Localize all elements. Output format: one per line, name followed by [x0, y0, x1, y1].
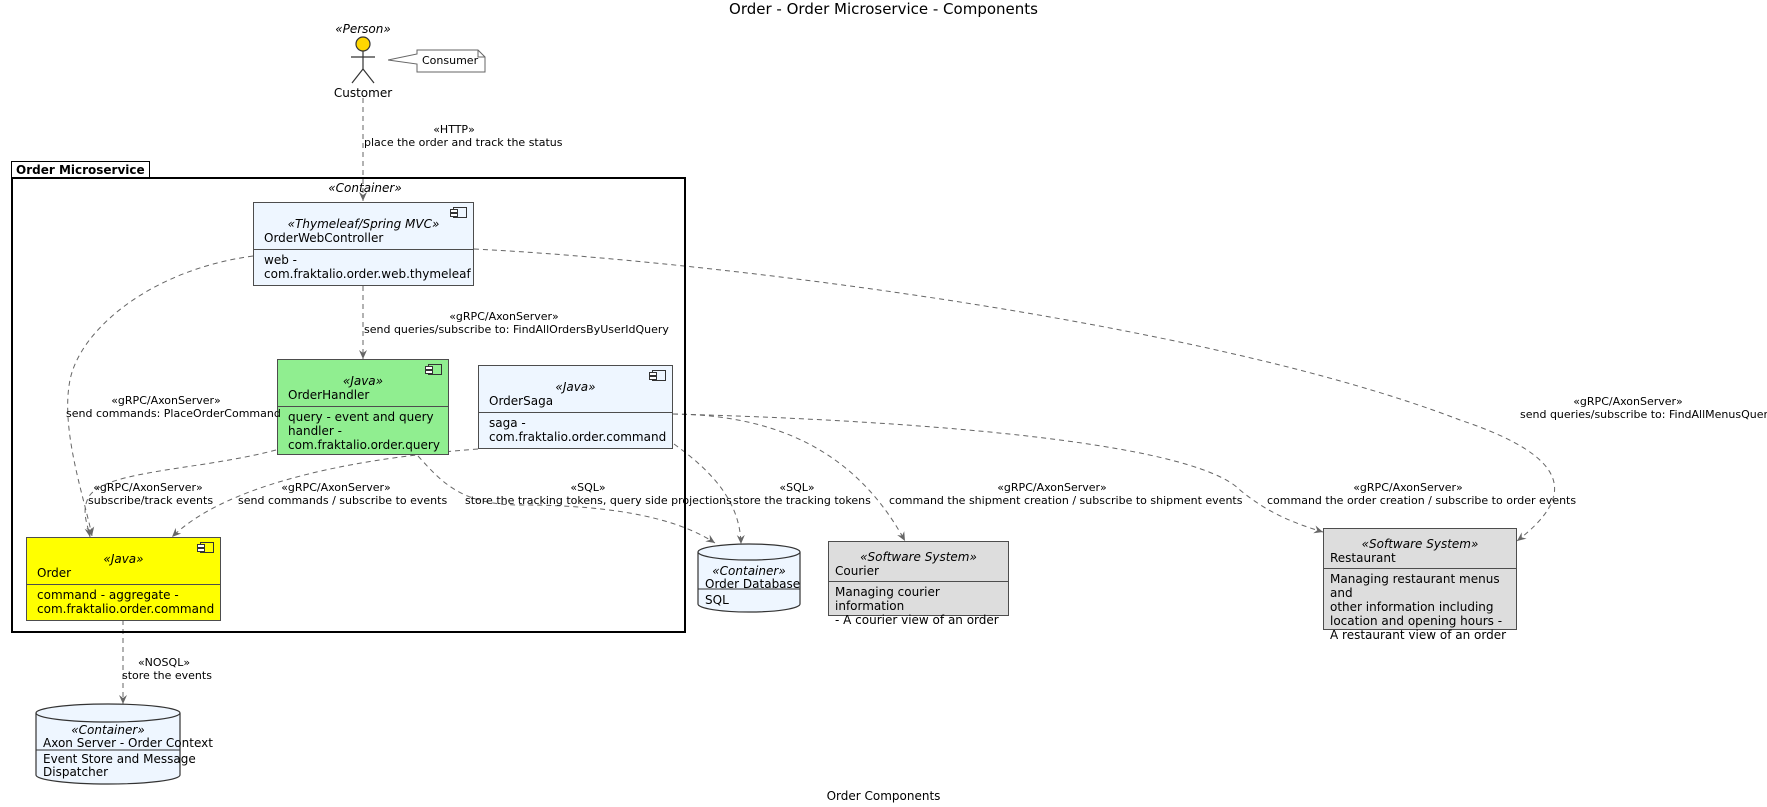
package-stereotype: «Container» [328, 181, 402, 195]
package-tab: Order Microservice [11, 161, 150, 178]
relation-nosql-label: «NOSQL»store the events [122, 656, 212, 682]
component-desc-line: com.fraktalio.order.web.thymeleaf [264, 267, 471, 281]
relation-find-menus-label: «gRPC/AxonServer»send queries/subscribe … [1520, 395, 1767, 421]
component-stereotype: «Java» [103, 552, 144, 566]
component-icon [197, 542, 214, 553]
courier-system[interactable]: «Software System» Courier Managing couri… [828, 541, 1009, 627]
relation-place-order-label: «gRPC/AxonServer»send commands: PlaceOrd… [66, 394, 281, 420]
component-icon [425, 364, 442, 375]
relation-order-creation-label: «gRPC/AxonServer»command the order creat… [1267, 481, 1577, 507]
relation-http-label: «HTTP»place the order and track the stat… [364, 123, 563, 149]
system-desc-line: Managing restaurant menus and [1330, 572, 1500, 600]
relation-find-orders-label: «gRPC/AxonServer»send queries/subscribe … [364, 310, 669, 336]
system-name: Restaurant [1330, 551, 1396, 565]
component-desc-line: saga - [489, 416, 526, 430]
system-stereotype: «Software System» [860, 550, 977, 564]
component-desc-line: com.fraktalio.order.query [288, 438, 440, 452]
relation-order-creation-line [672, 413, 1324, 534]
relation-sql-tokens-line [673, 443, 745, 545]
system-desc-line: other information including [1330, 600, 1494, 614]
order-component[interactable]: «Java» Order command - aggregate - com.f… [26, 537, 221, 621]
order-handler-component[interactable]: «Java» OrderHandler query - event and qu… [277, 359, 449, 455]
order-microservice-package [11, 177, 686, 633]
system-name: Courier [835, 564, 879, 578]
relation-saga-commands-label: «gRPC/AxonServer»send commands / subscri… [238, 481, 448, 507]
axon-db-name: Axon Server - Order Context [43, 736, 213, 750]
axon-db-stereotype: «Container» [71, 723, 145, 737]
order-saga-component[interactable]: «Java» OrderSaga saga - com.fraktalio.or… [478, 365, 673, 449]
component-desc-line: command - aggregate - [37, 588, 179, 602]
system-desc-line: Managing courier information [835, 585, 940, 613]
system-stereotype: «Software System» [1361, 537, 1479, 551]
system-desc-line: - A courier view of an order [835, 613, 999, 627]
component-name: OrderSaga [489, 394, 554, 408]
relation-sql-projections-label: «SQL»store the tracking tokens, query si… [465, 481, 732, 507]
restaurant-system[interactable]: «Software System» Restaurant Managing re… [1323, 528, 1517, 642]
component-name: OrderHandler [288, 388, 370, 402]
database-icon[interactable] [697, 543, 801, 615]
component-stereotype: «Java» [342, 374, 384, 388]
customer-note: Consumer [422, 54, 479, 67]
order-db-name: Order Database [705, 577, 801, 591]
component-name: Order [37, 566, 72, 580]
axon-db-desc-line: Event Store and Message [43, 752, 196, 766]
order-web-controller-component[interactable]: «Thymeleaf/Spring MVC» OrderWebControlle… [253, 202, 474, 286]
relation-sql-tokens-label: «SQL»store the tracking tokens [733, 481, 871, 507]
relation-track-events-label: «gRPC/AxonServer»subscribe/track events [88, 481, 214, 507]
relation-shipment-label: «gRPC/AxonServer»command the shipment cr… [889, 481, 1243, 507]
component-desc-line: com.fraktalio.order.command [489, 430, 667, 444]
relation-find-menus-line [473, 248, 1556, 542]
relation-track-events-line [84, 449, 277, 538]
component-icon [649, 370, 666, 381]
customer-name: Customer [333, 86, 393, 100]
component-stereotype: «Java» [555, 380, 596, 394]
component-stereotype: «Thymeleaf/Spring MVC» [287, 217, 440, 231]
order-db-desc: SQL [705, 593, 729, 607]
component-desc-line: handler - [288, 424, 342, 438]
system-desc-line: A restaurant view of an order [1330, 628, 1507, 642]
customer-stereotype: «Person» [335, 22, 391, 36]
component-desc-line: query - event and query [288, 410, 434, 424]
component-icon [450, 207, 467, 218]
system-desc-line: location and opening hours - [1330, 614, 1503, 628]
component-desc-line: web - [264, 253, 297, 267]
diagram-caption: Order Components [826, 789, 941, 803]
order-db-stereotype: «Container» [712, 564, 786, 578]
component-desc-line: com.fraktalio.order.command [37, 602, 215, 616]
relation-place-order-line [67, 255, 254, 537]
axon-db-desc-line: Dispatcher [43, 765, 109, 779]
diagram-title: Order - Order Microservice - Components [729, 0, 1038, 18]
relation-sql-projections-line [417, 455, 716, 544]
person-icon [351, 36, 375, 84]
component-name: OrderWebController [264, 231, 384, 245]
note-shape [388, 49, 486, 73]
database-icon[interactable] [35, 703, 181, 785]
relation-shipment-line [672, 413, 906, 542]
